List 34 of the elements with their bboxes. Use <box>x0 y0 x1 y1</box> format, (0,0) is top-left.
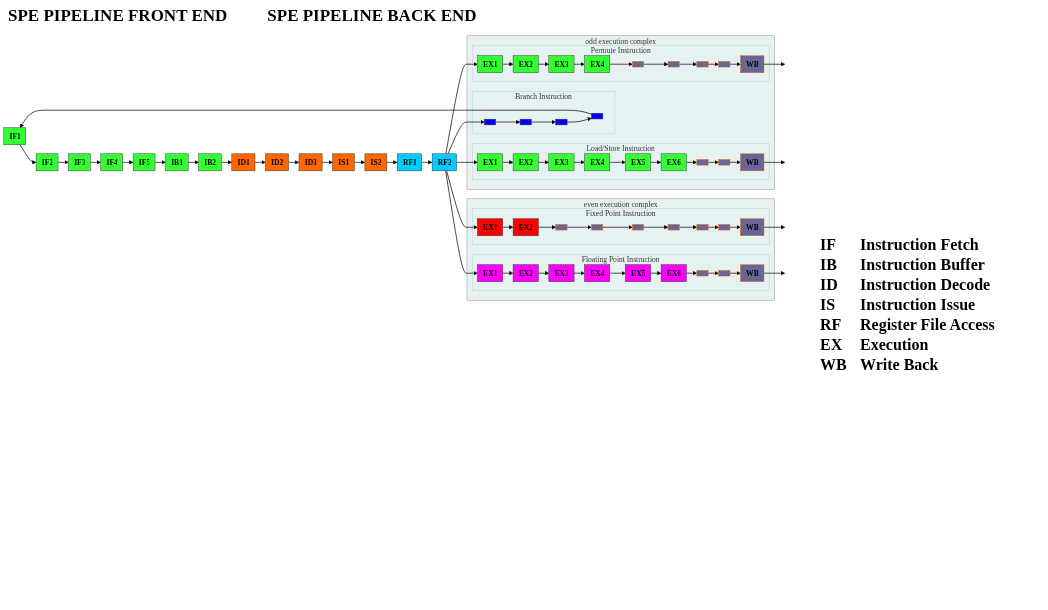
abbreviation-meaning: Register File Access <box>860 316 996 334</box>
abbreviation: EX <box>820 336 844 354</box>
abbreviation-meaning: Instruction Decode <box>860 276 992 294</box>
node-box <box>632 61 644 68</box>
node-box <box>519 118 532 126</box>
node-box <box>632 224 644 231</box>
abbreviation-meaning: Instruction Buffer <box>860 256 986 274</box>
abbreviation: IF <box>820 236 837 254</box>
node-box <box>667 224 680 231</box>
abbreviation-meaning: Instruction Issue <box>860 296 977 314</box>
node-box <box>591 224 604 231</box>
node-box <box>718 61 731 68</box>
node-box <box>667 61 680 68</box>
node-box <box>718 270 731 277</box>
node-box <box>718 224 731 231</box>
node-box <box>696 159 709 166</box>
abbreviation-meaning: Write Back <box>860 356 940 374</box>
section-heading: SPE PIPELINE FRONT END <box>8 6 228 26</box>
abbreviation-meaning: Execution <box>860 336 930 354</box>
node-box <box>591 113 604 120</box>
node-box <box>718 159 731 166</box>
node-box <box>555 224 568 231</box>
abbreviation: WB <box>820 356 848 374</box>
node-box <box>696 224 709 231</box>
node-box <box>696 270 709 277</box>
abbreviation: ID <box>820 276 839 294</box>
section-heading: SPE PIPELINE BACK END <box>267 6 477 26</box>
node-box <box>484 118 496 126</box>
node-box <box>696 61 709 68</box>
abbreviation: IS <box>820 296 837 314</box>
abbreviation-meaning: Instruction Fetch <box>860 236 980 254</box>
abbreviation: RF <box>820 316 843 334</box>
node-box <box>555 118 568 126</box>
abbreviation: IB <box>820 256 838 274</box>
